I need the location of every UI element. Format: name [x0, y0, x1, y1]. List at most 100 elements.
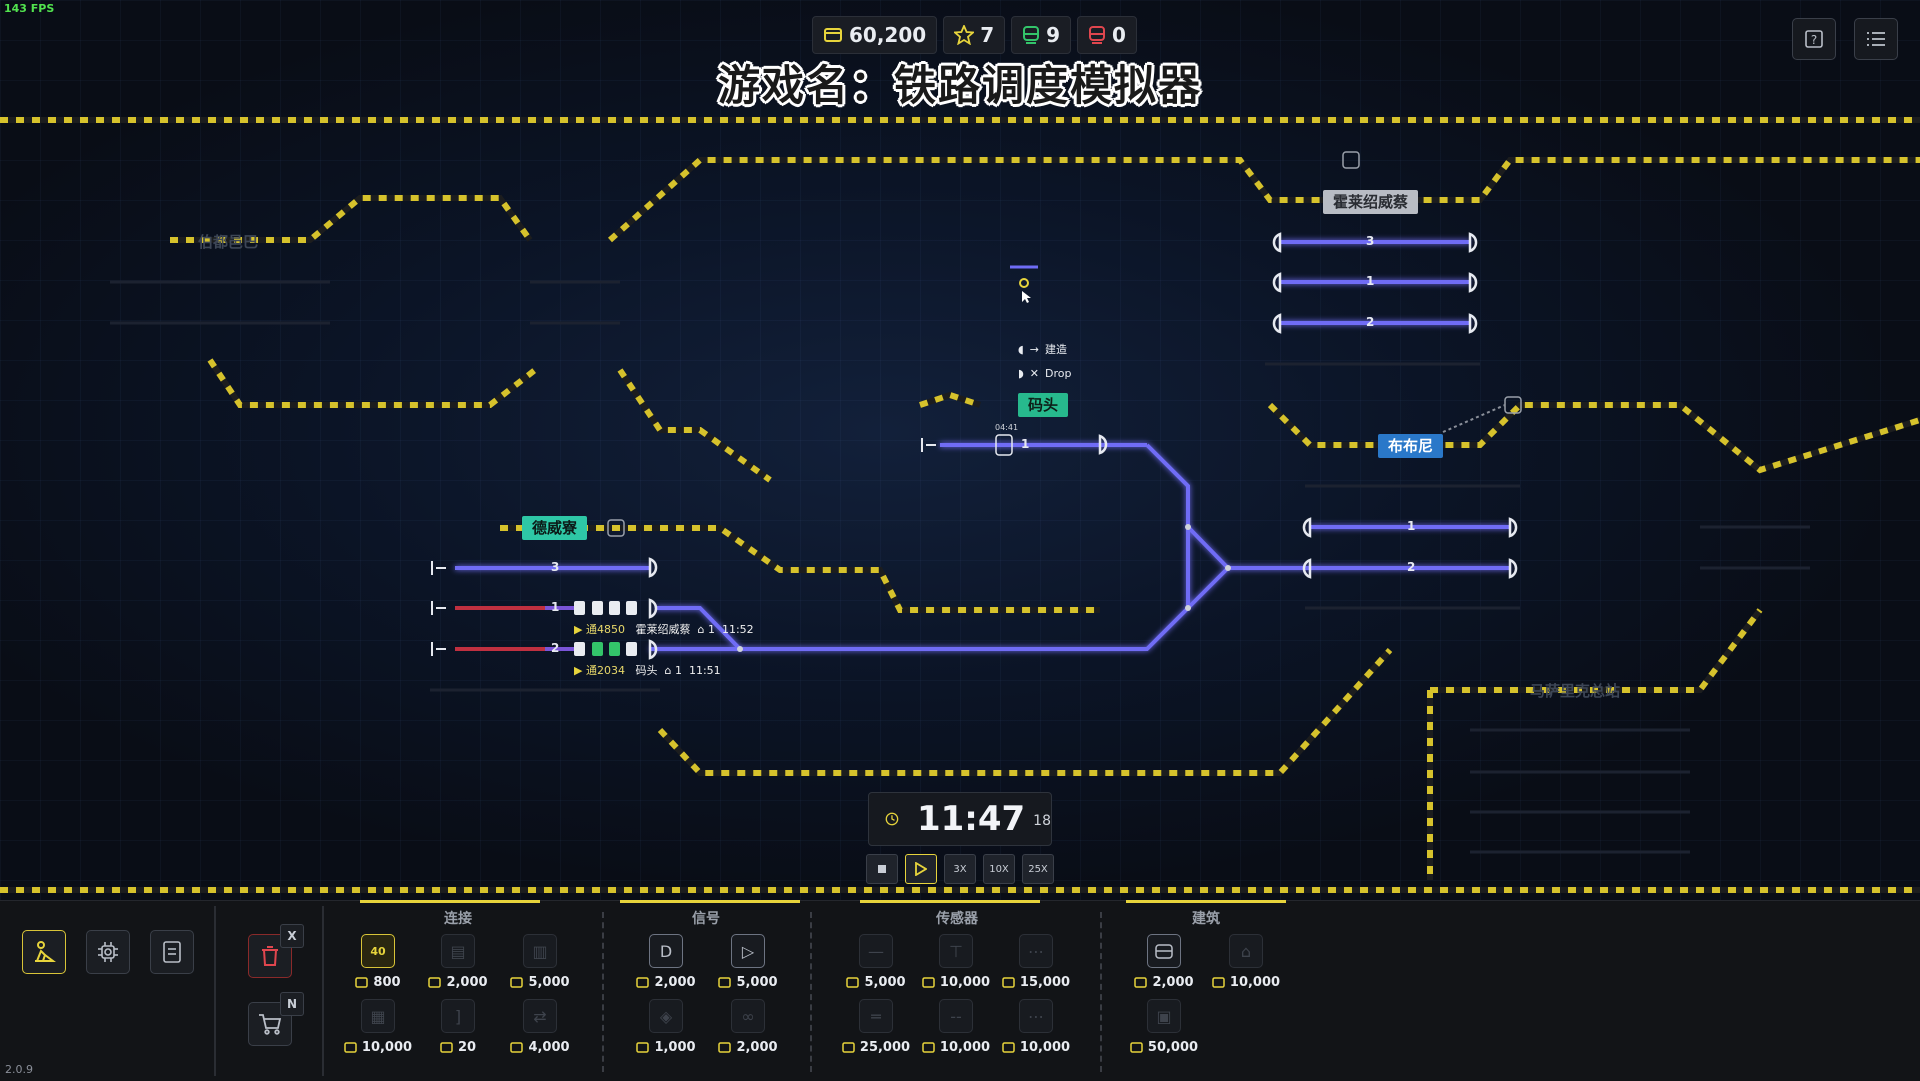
category-building[interactable]: 建筑 — [1192, 911, 1220, 927]
wallet-icon — [824, 28, 842, 42]
timetable-button[interactable] — [150, 930, 194, 974]
wallet-icon — [1134, 977, 1148, 988]
item-track-long[interactable]: ▦ 10,000 — [338, 999, 418, 1055]
station-label-dewei[interactable]: 德威寮 — [522, 516, 588, 540]
wallet-icon — [842, 1042, 855, 1053]
sensor-tab-indicator — [860, 900, 1040, 903]
toolbar-divider — [214, 906, 216, 1076]
item-building-depot[interactable]: ⌂ 10,000 — [1206, 934, 1286, 990]
dewei-track-1: 1 — [551, 600, 560, 614]
build-mode-button[interactable] — [22, 930, 66, 974]
track-piece-badge: 40 — [370, 944, 386, 958]
price: 15,000 — [1019, 975, 1071, 990]
price: 2,000 — [654, 975, 696, 990]
speed-10x-button[interactable]: 10X — [983, 854, 1015, 884]
wallet-icon — [846, 977, 860, 988]
document-icon — [163, 941, 181, 963]
rail-network[interactable] — [0, 0, 1920, 900]
track-ends — [431, 438, 936, 656]
tooltip-drop-text: Drop — [1045, 367, 1072, 380]
shop-hotkey: N — [280, 992, 304, 1016]
train-id: 通2034 — [585, 664, 625, 677]
menu-list-icon — [1867, 32, 1885, 46]
help-button[interactable]: ? — [1792, 18, 1836, 60]
speed-25x-button[interactable]: 25X — [1022, 854, 1054, 884]
train-green-icon — [1023, 26, 1040, 44]
sensor-basic-icon: — — [868, 941, 884, 961]
item-sensor-filter[interactable]: ⊤ 10,000 — [916, 934, 996, 990]
item-track-double[interactable]: ▤ 2,000 — [418, 934, 498, 990]
bubuni-track-1: 1 — [1407, 519, 1416, 533]
pause-button[interactable] — [866, 854, 898, 884]
item-signal-link[interactable]: ∞ 2,000 — [708, 999, 788, 1055]
station-label-bodu[interactable]: 伯都邑巴 — [198, 233, 259, 251]
category-connect[interactable]: 连接 — [444, 911, 472, 927]
huolai-track-1: 1 — [1366, 274, 1375, 288]
item-sensor-basic[interactable]: — 5,000 — [836, 934, 916, 990]
failed-trains-chip: 0 — [1077, 16, 1137, 54]
stars-value: 7 — [980, 23, 995, 47]
item-sensor-gap[interactable]: ‐‐ 10,000 — [916, 999, 996, 1055]
mouse-right-icon: ◗ — [1018, 367, 1024, 380]
price: 10,000 — [1229, 975, 1281, 990]
train-info-1[interactable]: ▶ 通4850 霍莱绍威蔡 ⌂ 1 11:52 — [574, 623, 754, 636]
station-label-bubuni[interactable]: 布布尼 — [1378, 434, 1444, 458]
station-label-masali[interactable]: 马萨里克总站 — [1530, 682, 1621, 700]
item-signal-one-way[interactable]: ◈ 1,000 — [626, 999, 706, 1055]
item-signal-block[interactable]: D 2,000 — [626, 934, 706, 990]
wallet-icon — [636, 1042, 650, 1053]
price: 5,000 — [528, 975, 570, 990]
signal-path-icon: ▷ — [741, 941, 755, 961]
speed-3x-button[interactable]: 3X — [944, 854, 976, 884]
item-sensor-dotted[interactable]: ⋯ 15,000 — [996, 934, 1076, 990]
item-track-bumper[interactable]: ] 20 — [418, 999, 498, 1055]
price: 2,000 — [736, 1040, 778, 1055]
active-trains-value: 9 — [1046, 23, 1061, 47]
fps-counter: 143 FPS — [4, 2, 55, 15]
trash-icon — [262, 946, 278, 966]
huolai-track-2: 2 — [1366, 315, 1375, 329]
item-building-terminal[interactable]: ▣ 50,000 — [1124, 999, 1204, 1055]
train-time: 11:52 — [721, 623, 754, 636]
terminal-icon: ▣ — [1156, 1006, 1172, 1026]
stars-chip: 7 — [943, 16, 1006, 54]
chip-settings-button[interactable] — [86, 930, 130, 974]
wallet-icon — [510, 1042, 524, 1053]
price: 10,000 — [1019, 1040, 1071, 1055]
item-sensor-timer[interactable]: ⋯ 10,000 — [996, 999, 1076, 1055]
cart-icon — [259, 1014, 282, 1035]
train-info-2[interactable]: ▶ 通2034 码头 ⌂ 1 11:51 — [574, 664, 721, 677]
building-tab-indicator — [1126, 900, 1286, 903]
play-icon — [915, 862, 927, 876]
item-signal-path[interactable]: ▷ 5,000 — [708, 934, 788, 990]
pause-icon — [878, 865, 886, 873]
crossover-icon: ⇄ — [533, 1006, 547, 1026]
failed-trains-value: 0 — [1112, 23, 1126, 47]
help-icon: ? — [1805, 30, 1823, 48]
item-sensor-double[interactable]: ═ 25,000 — [836, 999, 916, 1055]
game-map[interactable]: 143 FPS 60,200 7 9 0 游戏名：铁路调度模拟器 ? 霍莱绍威蔡… — [0, 0, 1920, 900]
toolbar-divider — [322, 906, 324, 1076]
svg-text:?: ? — [1811, 33, 1817, 47]
occupied-blocks — [455, 606, 580, 651]
item-building-station[interactable]: 2,000 — [1124, 934, 1204, 990]
wallet-icon — [355, 977, 369, 988]
bubuni-track-2: 2 — [1407, 560, 1416, 574]
station-label-huolai[interactable]: 霍莱绍威蔡 — [1323, 190, 1419, 214]
price: 2,000 — [446, 975, 488, 990]
play-button[interactable] — [905, 854, 937, 884]
menu-button[interactable] — [1854, 18, 1898, 60]
item-track-switch[interactable]: ▥ 5,000 — [500, 934, 580, 990]
item-track-crossover[interactable]: ⇄ 4,000 — [500, 999, 580, 1055]
category-sensor[interactable]: 传感器 — [936, 911, 978, 927]
category-signal[interactable]: 信号 — [692, 911, 720, 927]
item-track-basic[interactable]: 40 800 — [338, 934, 418, 990]
price: 2,000 — [1152, 975, 1194, 990]
money-chip: 60,200 — [812, 16, 938, 54]
station-label-matou[interactable]: 码头 — [1018, 393, 1069, 417]
bottom-toolbar — [0, 900, 1920, 1081]
train-destination: 霍莱绍威蔡 — [635, 623, 691, 636]
price: 20 — [457, 1040, 477, 1055]
price: 4,000 — [528, 1040, 570, 1055]
price: 10,000 — [939, 975, 991, 990]
